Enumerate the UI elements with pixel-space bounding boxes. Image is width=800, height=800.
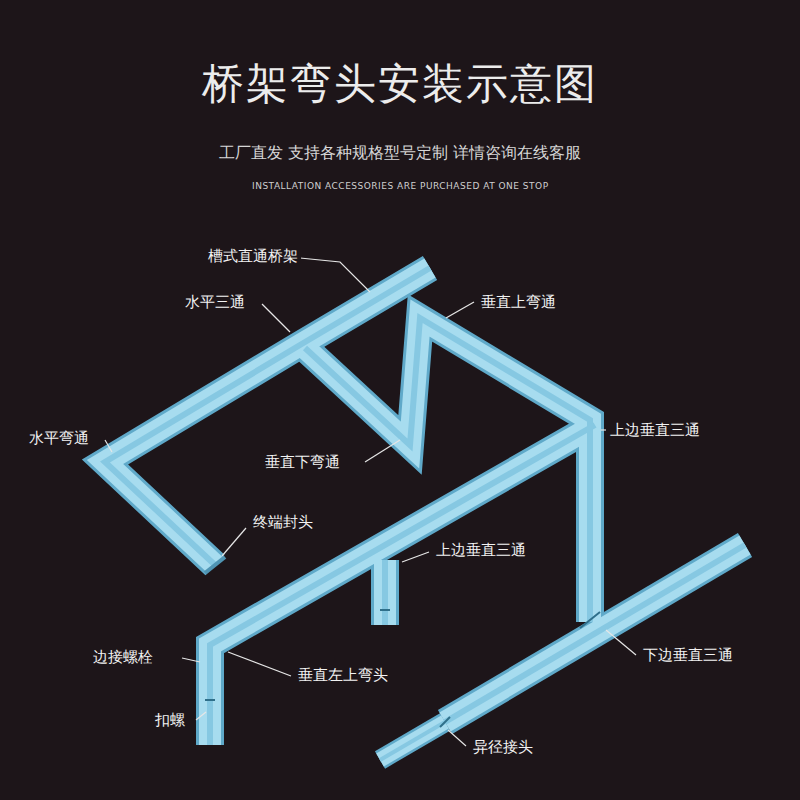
callout-label: 垂直左上弯头	[295, 665, 391, 685]
subtitle-english: INSTALLATION ACCESSORIES ARE PURCHASED A…	[249, 180, 552, 193]
callout-label: 异径接头	[470, 737, 536, 757]
callout-label: 边接螺栓	[90, 647, 156, 667]
callout-label: 垂直上弯通	[478, 292, 559, 312]
callout-label: 垂直下弯通	[262, 452, 343, 472]
callout-label: 水平弯通	[26, 428, 92, 448]
callout-label: 上边垂直三通	[433, 540, 529, 560]
callout-label: 上边垂直三通	[607, 420, 703, 440]
diagram-title: 桥架弯头安装示意图	[199, 58, 601, 110]
callout-label: 扣螺	[152, 710, 188, 730]
callout-label: 槽式直通桥架	[205, 246, 301, 266]
callout-label: 下边垂直三通	[640, 645, 736, 665]
subtitle: 工厂直发 支持各种规格型号定制 详情咨询在线客服	[216, 142, 584, 163]
callout-label: 水平三通	[182, 292, 248, 312]
callout-label: 终端封头	[250, 512, 316, 532]
